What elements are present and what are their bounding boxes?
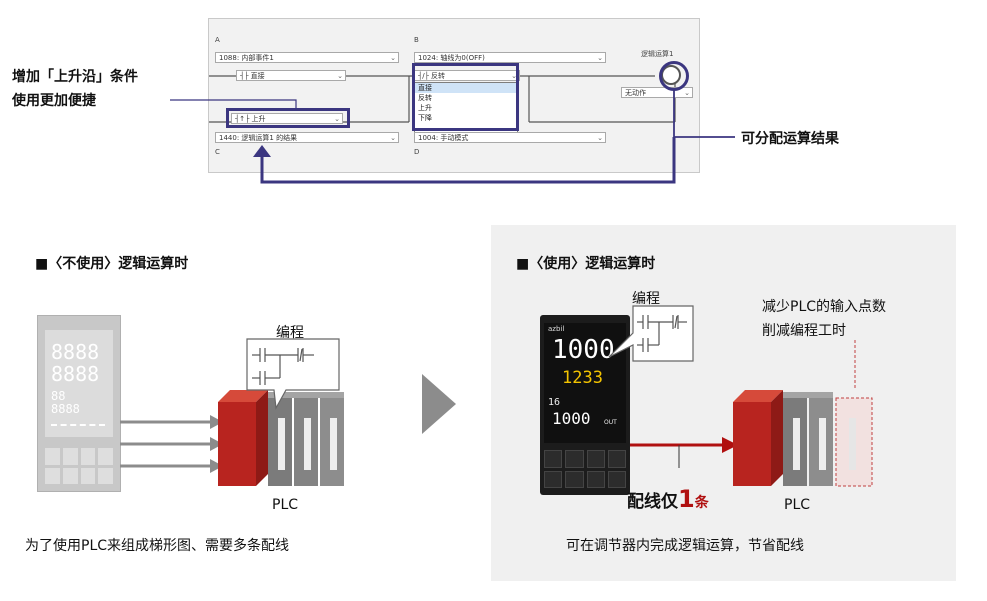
chevron-down-icon: ⌄ xyxy=(511,72,517,80)
controller-digit-row: 88 xyxy=(51,389,66,403)
key-button xyxy=(607,450,626,468)
coil-highlight-circle xyxy=(659,61,689,91)
key-button xyxy=(544,470,563,488)
input-c-value: 1440: 逻辑运算1 的结果 xyxy=(219,134,298,142)
key-button xyxy=(544,450,563,468)
key-button xyxy=(80,467,96,484)
key-button xyxy=(565,470,584,488)
logic-op-label: 逻辑运算1 xyxy=(641,50,674,58)
chevron-down-icon: ⌄ xyxy=(597,54,603,62)
key-button xyxy=(586,450,605,468)
controller-keypad xyxy=(45,448,113,484)
out-unit-label: OUT xyxy=(604,419,617,426)
left-section-title: ■〈不使用〉逻辑运算时 xyxy=(35,256,189,272)
controller-digit-row: 8888 xyxy=(51,402,80,416)
benefit-note-line2: 削减编程工时 xyxy=(762,323,846,339)
controller-display: 8888 8888 88 8888 xyxy=(45,330,113,437)
condition-b-value: 反转 xyxy=(431,72,446,80)
condition-c-select[interactable]: ┤↑├ 上升 ⌄ xyxy=(231,113,343,124)
chevron-down-icon: ⌄ xyxy=(390,134,396,142)
annotation-rising-edge-line1: 增加「上升沿」条件 xyxy=(12,69,138,85)
key-button xyxy=(98,467,113,484)
key-button xyxy=(586,470,605,488)
key-button xyxy=(98,448,113,465)
single-wire-arrow xyxy=(630,437,738,468)
output-assign-value: 无动作 xyxy=(625,89,646,97)
dropdown-option[interactable]: 反转 xyxy=(418,94,432,102)
single-wire-label: 配线仅1条 xyxy=(627,485,709,513)
plc-unit-left xyxy=(218,390,344,486)
multiple-wires xyxy=(120,415,223,473)
chevron-down-icon: ⌄ xyxy=(334,115,340,123)
programming-label-left: 编程 xyxy=(276,325,304,341)
plc-label-left: PLC xyxy=(272,497,299,513)
label-d: D xyxy=(414,148,420,156)
azbil-display: azbil 1000 1233 16 1000 OUT xyxy=(544,323,626,443)
wiring-number: 1 xyxy=(678,485,695,513)
condition-c-value: 上升 xyxy=(251,115,266,123)
input-d-value: 1004: 手动模式 xyxy=(418,134,469,142)
callout-lines xyxy=(170,90,735,184)
input-b-select[interactable]: 1024: 轴线为0(OFF) ⌄ xyxy=(414,52,606,63)
key-button xyxy=(565,450,584,468)
wiring-prefix: 配线仅 xyxy=(627,492,678,512)
dropdown-highlight-box xyxy=(412,63,519,131)
chevron-down-icon: ⌄ xyxy=(390,54,396,62)
output-assign-select[interactable]: 无动作 ⌄ xyxy=(621,87,693,98)
dropdown-option[interactable]: 上升 xyxy=(418,104,432,112)
chevron-down-icon: ⌄ xyxy=(597,134,603,142)
condition-b-dropdown-list[interactable]: 直接 反转 上升 下降 xyxy=(414,82,518,137)
led-bar xyxy=(51,424,105,429)
input-a-value: 1088: 内部事件1 xyxy=(219,54,274,62)
controller-digit-row: 8888 xyxy=(51,362,100,386)
key-button xyxy=(62,448,78,465)
condition-a-select[interactable]: ┤├ 直接 ⌄ xyxy=(236,70,346,81)
input-a-select[interactable]: 1088: 内部事件1 ⌄ xyxy=(215,52,399,63)
azbil-keypad xyxy=(544,450,626,488)
key-button xyxy=(45,448,60,465)
transition-arrow-icon xyxy=(422,374,456,434)
annotation-assign-result: 可分配运算结果 xyxy=(741,131,839,147)
ladder-program-bubble-right xyxy=(608,305,694,362)
rising-edge-icon: ┤↑├ xyxy=(235,115,250,123)
key-button xyxy=(45,467,60,484)
programming-label-right: 编程 xyxy=(632,291,660,307)
plc-label-right: PLC xyxy=(784,497,811,513)
label-b: B xyxy=(414,36,419,44)
contact-nc-icon: ┤/├ xyxy=(418,72,429,80)
chevron-down-icon: ⌄ xyxy=(684,89,690,97)
controller-device: 8888 8888 88 8888 xyxy=(37,315,121,492)
contact-icon: ┤├ xyxy=(240,72,249,80)
wiring-suffix: 条 xyxy=(694,495,709,511)
input-c-select[interactable]: 1440: 逻辑运算1 的结果 ⌄ xyxy=(215,132,399,143)
right-caption: 可在调节器内完成逻辑运算，节省配线 xyxy=(566,538,804,554)
label-a: A xyxy=(215,36,220,44)
dropdown-option[interactable]: 直接 xyxy=(415,83,517,93)
chevron-down-icon: ⌄ xyxy=(337,72,343,80)
condition-a-value: 直接 xyxy=(250,72,265,80)
key-button xyxy=(80,448,96,465)
input-d-select[interactable]: 1004: 手动模式 ⌄ xyxy=(414,132,606,143)
plc-unit-right xyxy=(733,390,873,487)
left-caption: 为了使用PLC来组成梯形图、需要多条配线 xyxy=(25,538,290,554)
right-section-title: ■〈使用〉逻辑运算时 xyxy=(516,256,656,272)
brand-logo: azbil xyxy=(548,325,565,333)
ladder-program-bubble-left xyxy=(246,338,340,410)
note-leader-line xyxy=(854,340,856,388)
logic-settings-screenshot: A B 1088: 内部事件1⌄ 1024: 轴线为0(OFF)⌄ 逻辑运算1 … xyxy=(208,18,700,173)
key-button xyxy=(607,470,626,488)
sv-display: 1233 xyxy=(562,368,603,388)
condition-highlight-box xyxy=(226,108,350,128)
pv-display: 1000 xyxy=(552,335,615,365)
dropdown-option[interactable]: 下降 xyxy=(418,114,432,122)
out-value-display: 1000 xyxy=(552,409,591,428)
out-prefix-display: 16 xyxy=(548,397,561,408)
benefit-note-line1: 减少PLC的输入点数 xyxy=(762,299,887,315)
azbil-controller-device: azbil 1000 1233 16 1000 OUT xyxy=(540,315,630,495)
input-b-value: 1024: 轴线为0(OFF) xyxy=(418,54,485,62)
key-button xyxy=(62,467,78,484)
annotation-rising-edge-line2: 使用更加便捷 xyxy=(12,93,96,109)
controller-digit-row: 8888 xyxy=(51,340,100,364)
label-c: C xyxy=(215,148,220,156)
